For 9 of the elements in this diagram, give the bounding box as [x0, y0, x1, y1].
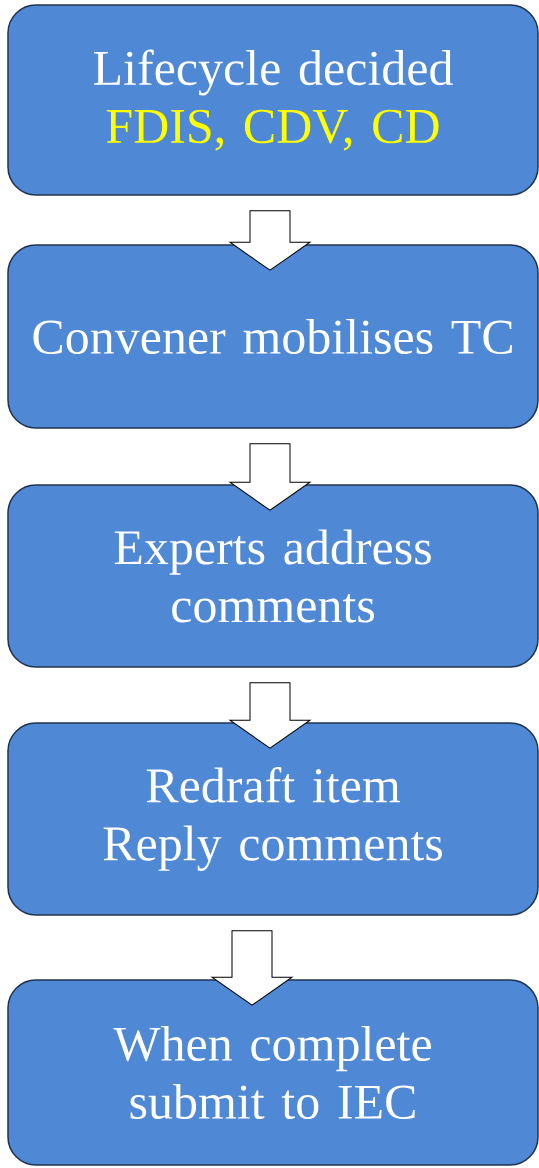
block-arrow — [229, 210, 311, 271]
process-box: When complete submit to IEC — [7, 979, 539, 1166]
process-box: Lifecycle decided FDIS, CDV, CD — [7, 4, 539, 196]
process-box: Convener mobilises TC — [7, 244, 539, 429]
process-box: Experts address comments — [7, 484, 539, 668]
block-arrow — [229, 682, 311, 749]
block-arrow — [229, 443, 311, 511]
process-box: Redraft item Reply comments — [7, 722, 539, 916]
block-arrow — [211, 930, 293, 1006]
